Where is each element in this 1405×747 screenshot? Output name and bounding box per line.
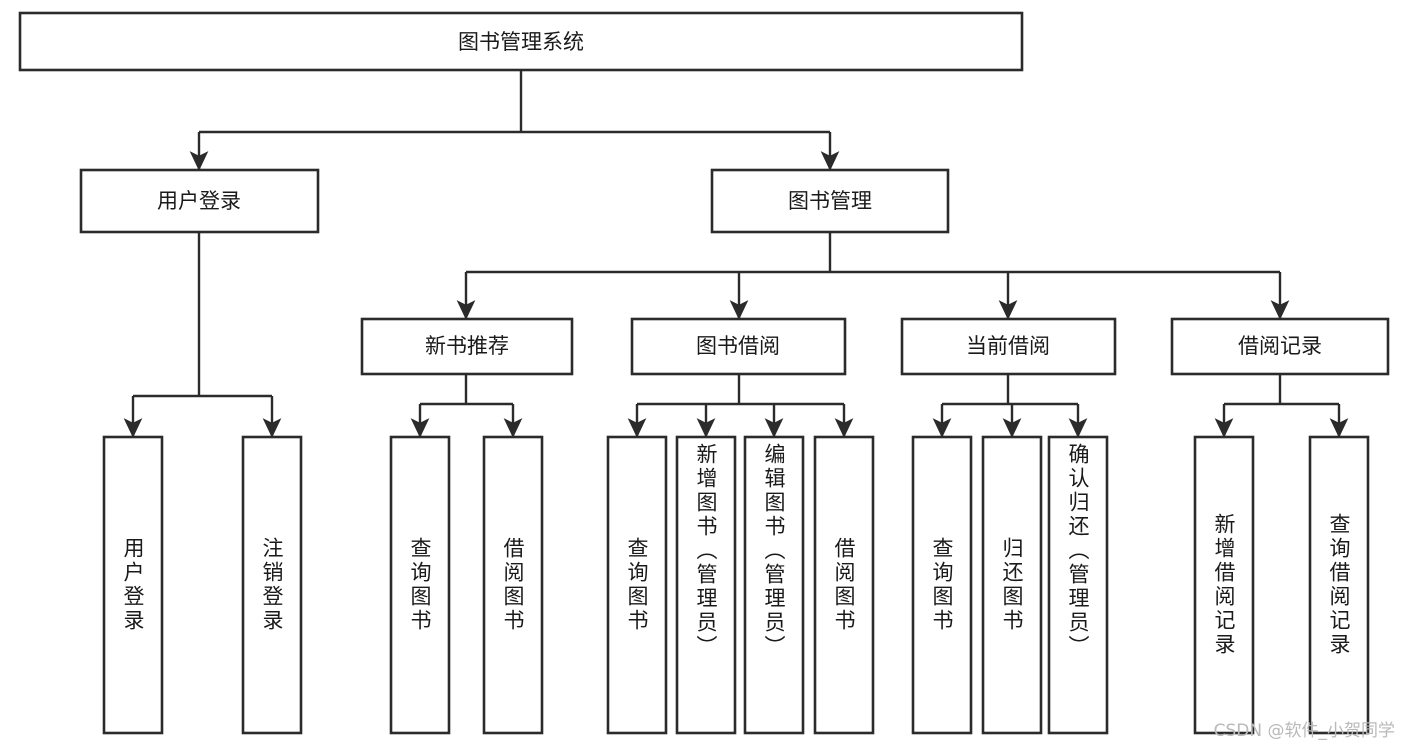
node-user-login[interactable]: 用户登录 <box>79 168 320 234</box>
connector-borrowrecord-to-leaves <box>1214 374 1349 438</box>
leaf-box-return-book[interactable] <box>981 435 1043 735</box>
node-root-system[interactable]: 图书管理系统 <box>18 11 1024 72</box>
connector-bookborrow-to-leaves <box>627 374 854 438</box>
node-new-book-recommend[interactable]: 新书推荐 <box>360 317 574 376</box>
leaf-box-logout-login[interactable] <box>241 435 303 735</box>
node-current-borrow[interactable]: 当前借阅 <box>900 317 1117 376</box>
leaf-box-query-book-recommend[interactable] <box>389 435 451 735</box>
leaf-box-add-book-admin[interactable] <box>675 435 737 735</box>
node-book-borrow-label: 图书借阅 <box>696 334 780 358</box>
connector-newbook-to-leaves <box>410 374 523 438</box>
leaf-box-query-book-borrow[interactable] <box>606 435 668 735</box>
leaf-box-edit-book-admin[interactable] <box>743 435 805 735</box>
node-book-management[interactable]: 图书管理 <box>710 168 950 234</box>
leaf-box-borrow-book-recommend[interactable] <box>482 435 544 735</box>
node-book-borrow[interactable]: 图书借阅 <box>630 317 847 376</box>
node-borrow-record-label: 借阅记录 <box>1238 334 1322 358</box>
node-root-system-label: 图书管理系统 <box>458 30 584 54</box>
connector-root-to-level2 <box>189 70 840 171</box>
node-new-book-recommend-label: 新书推荐 <box>425 334 509 358</box>
node-user-login-label: 用户登录 <box>157 189 241 213</box>
node-book-management-label: 图书管理 <box>788 189 872 213</box>
connector-userlogin-to-leaves <box>123 232 282 438</box>
node-borrow-record[interactable]: 借阅记录 <box>1170 317 1390 376</box>
leaf-box-user-login[interactable] <box>102 435 164 735</box>
leaf-box-add-borrow-record[interactable] <box>1193 435 1255 735</box>
leaf-box-borrow-book[interactable] <box>813 435 875 735</box>
connector-currentborrow-to-leaves <box>932 374 1088 438</box>
leaf-box-query-borrow-record[interactable] <box>1308 435 1370 735</box>
connector-bookmgmt-to-level3 <box>456 232 1290 320</box>
leaf-box-query-book-current[interactable] <box>911 435 973 735</box>
leaf-box-confirm-return-admin[interactable] <box>1047 435 1109 735</box>
watermark-text: CSDN @软件_小贺同学 <box>1213 721 1395 741</box>
node-current-borrow-label: 当前借阅 <box>966 334 1050 358</box>
